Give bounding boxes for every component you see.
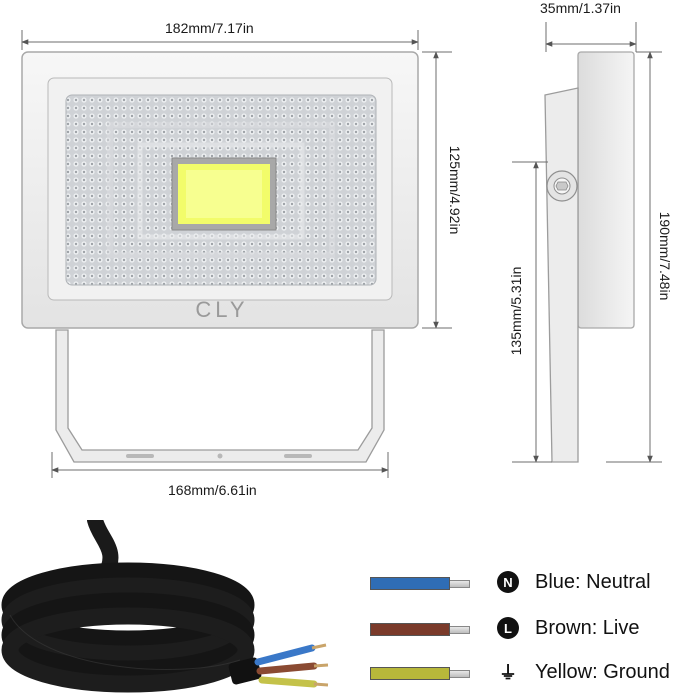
side-view — [544, 51, 635, 463]
floodlight-diagram: CLY — [21, 22, 662, 478]
legend-row-neutral: N Blue: Neutral — [370, 570, 700, 600]
legend-label-live: Brown: Live — [535, 617, 640, 639]
live-badge-icon: L — [497, 617, 519, 639]
wire-tip — [450, 626, 470, 634]
dimension-lines — [21, 22, 662, 478]
brown-wire-swatch — [370, 623, 450, 636]
cable-coil-illustration — [1, 520, 329, 693]
legend-label-neutral: Blue: Neutral — [535, 571, 651, 593]
neutral-badge-icon: N — [497, 571, 519, 593]
wire-tip — [450, 580, 470, 588]
legend-row-ground: ⏚ Yellow: Ground — [370, 660, 700, 690]
depth-label: 35mm/1.37in — [540, 0, 621, 16]
front-view — [21, 51, 419, 463]
wire-tip — [450, 670, 470, 678]
yellow-wire-swatch — [370, 667, 450, 680]
brand-logo: CLY — [195, 297, 248, 322]
bracket-height-label: 135mm/5.31in — [508, 266, 524, 356]
height-front-label: 125mm/4.92in — [447, 145, 463, 235]
legend-row-live: L Brown: Live — [370, 616, 700, 646]
total-height-label: 190mm/7.48in — [657, 211, 673, 301]
bracket-width-label: 168mm/6.61in — [168, 482, 257, 498]
blue-wire-swatch — [370, 577, 450, 590]
legend-label-ground: Yellow: Ground — [535, 661, 670, 683]
ground-symbol-icon: ⏚ — [499, 663, 517, 683]
width-front-label: 182mm/7.17in — [165, 20, 254, 36]
